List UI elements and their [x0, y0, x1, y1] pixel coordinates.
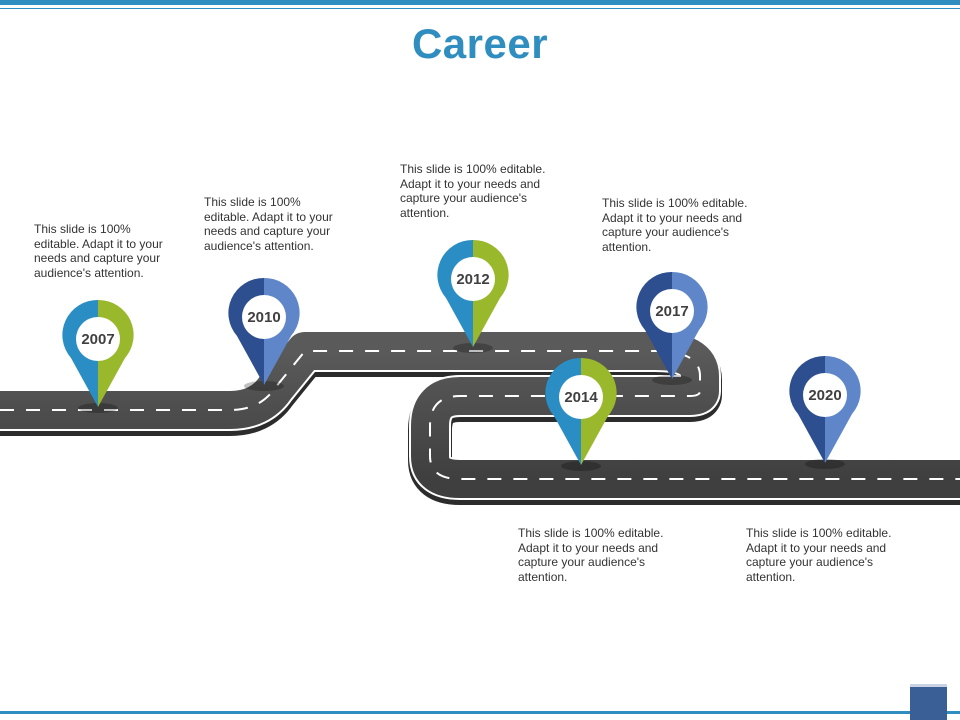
- map-pin-icon: [545, 357, 617, 471]
- top-accent-bar: [0, 0, 960, 5]
- corner-decoration: [910, 684, 947, 720]
- map-pin-2010: 2010: [226, 275, 302, 393]
- milestone-year-label: 2007: [81, 331, 115, 348]
- map-pin-2012: 2012: [435, 237, 511, 355]
- milestone-2020-description: This slide is 100% editable. Adapt it to…: [746, 526, 892, 584]
- milestone-year-label: 2010: [247, 309, 281, 326]
- milestone-year-label: 2020: [808, 387, 842, 404]
- milestone-2007-description: This slide is 100% editable. Adapt it to…: [34, 222, 163, 280]
- milestone-year-label: 2014: [564, 389, 598, 406]
- milestone-2012-description: This slide is 100% editable. Adapt it to…: [400, 162, 546, 220]
- map-pin-2014: 2014: [543, 355, 619, 473]
- map-pin-icon: [437, 239, 509, 353]
- slide-title: Career: [411, 20, 549, 67]
- map-pin-icon: [789, 355, 861, 469]
- milestone-2017-description: This slide is 100% editable. Adapt it to…: [602, 196, 748, 254]
- milestone-year-label: 2012: [456, 271, 490, 288]
- milestone-year-label: 2017: [655, 303, 689, 320]
- bottom-accent-line: [0, 711, 960, 714]
- map-pin-icon: [62, 299, 134, 413]
- milestone-2014-description: This slide is 100% editable. Adapt it to…: [518, 526, 664, 584]
- map-pin-icon: [228, 277, 300, 391]
- map-pin-2017: 2017: [634, 269, 710, 387]
- map-pin-2020: 2020: [787, 353, 863, 471]
- milestone-2010-description: This slide is 100% editable. Adapt it to…: [204, 195, 333, 253]
- map-pin-2007: 2007: [60, 297, 136, 415]
- map-pin-icon: [636, 271, 708, 385]
- top-accent-line: [0, 8, 960, 9]
